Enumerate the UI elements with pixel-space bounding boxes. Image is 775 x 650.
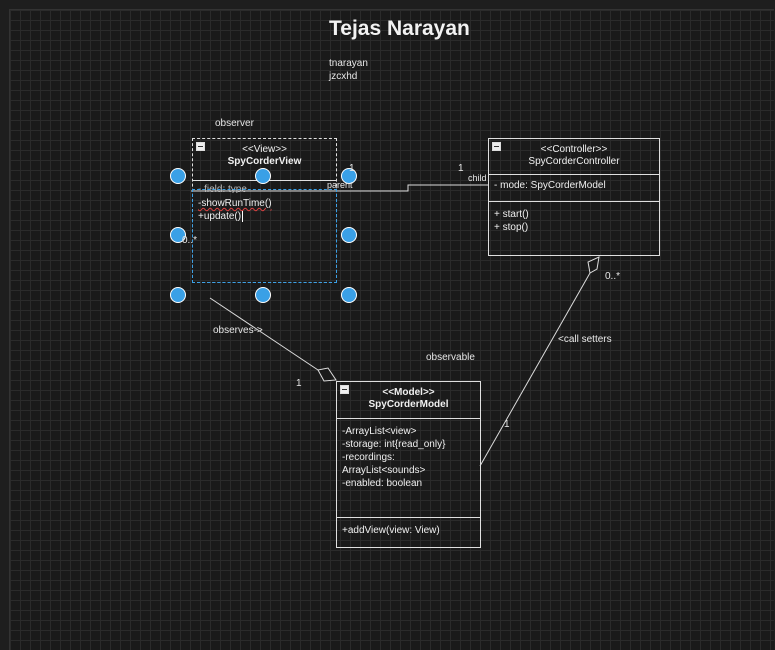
view-name: SpyCorderView — [227, 156, 302, 167]
resize-handle-nw[interactable] — [170, 168, 186, 184]
model-class[interactable]: <<Model>> SpyCorderModel -ArrayList<view… — [336, 381, 481, 548]
page-title: Tejas Narayan — [329, 17, 470, 40]
collapse-icon[interactable] — [340, 385, 349, 394]
resize-handle-ne[interactable] — [341, 168, 357, 184]
resize-handle-se[interactable] — [341, 287, 357, 303]
controller-stereotype: <<Controller>> — [540, 144, 608, 155]
controller-field-mode: - mode: SpyCorderModel — [494, 180, 606, 191]
model-field: -enabled: boolean — [342, 478, 423, 489]
author-username: tnarayan — [329, 58, 368, 69]
parent-multiplicity: 1 — [349, 163, 355, 174]
model-field: ArrayList<sounds> — [342, 465, 426, 476]
parent-role-label: parent — [327, 180, 353, 190]
controller-fields[interactable]: - mode: SpyCorderModel — [489, 175, 659, 201]
model-stereotype: <<Model>> — [382, 387, 435, 398]
controller-multiplicity: 0..* — [605, 271, 621, 282]
resize-handle-sw[interactable] — [170, 287, 186, 303]
observes-aggregation-diamond — [317, 367, 337, 382]
controller-methods[interactable]: + start() + stop() — [489, 202, 659, 236]
model-method-addview: +addView(view: View) — [342, 525, 440, 536]
observer-role-label: observer — [215, 118, 254, 129]
diagram-canvas[interactable]: Tejas Narayan tnarayan jzcxhd <<View>> S… — [9, 9, 774, 650]
controller-method-start: + start() — [494, 209, 529, 220]
controller-name: SpyCorderController — [528, 156, 620, 167]
observable-role-label: observable — [426, 352, 475, 363]
view-methods[interactable]: -showRunTime() +update() — [193, 195, 277, 225]
observes-association — [209, 297, 334, 381]
controller-method-stop: + stop() — [494, 222, 529, 233]
model-field: -ArrayList<view> — [342, 426, 417, 437]
model-methods[interactable]: +addView(view: View) — [337, 518, 480, 539]
model-fields[interactable]: -ArrayList<view> -storage: int{read_only… — [337, 419, 480, 517]
observes-label: observes-> — [213, 325, 263, 336]
method-edit-box[interactable] — [192, 189, 337, 283]
view-method-update: +update() — [198, 211, 244, 222]
model-right-multiplicity: 1 — [504, 419, 510, 430]
resize-handle-e[interactable] — [341, 227, 357, 243]
model-field: -storage: int{read_only} — [342, 439, 446, 450]
model-field: -recordings: — [342, 452, 395, 463]
view-stereotype: <<View>> — [242, 144, 287, 155]
parent-child-association — [191, 184, 488, 192]
collapse-icon[interactable] — [492, 142, 501, 151]
model-multiplicity: 1 — [296, 378, 302, 389]
view-method-showruntime: -showRunTime() — [198, 198, 272, 209]
controller-class[interactable]: <<Controller>> SpyCorderController - mod… — [488, 138, 660, 256]
call-setters-label: <call setters — [558, 334, 612, 345]
call-setters-association — [479, 272, 591, 467]
author-id: jzcxhd — [329, 71, 358, 82]
resize-handle-s[interactable] — [255, 287, 271, 303]
child-role-label: child — [468, 173, 487, 183]
connector-layer — [191, 184, 600, 467]
view-class[interactable]: <<View>> SpyCorderView - field: type -sh… — [192, 138, 337, 283]
view-field: - field: type — [198, 184, 247, 193]
model-name: SpyCorderModel — [368, 399, 449, 410]
view-multiplicity: 0..* — [182, 235, 198, 246]
resize-handle-w[interactable] — [170, 227, 186, 243]
controller-aggregation-diamond — [587, 256, 600, 274]
collapse-icon[interactable] — [196, 142, 205, 151]
child-multiplicity: 1 — [458, 163, 464, 174]
resize-handle-n[interactable] — [255, 168, 271, 184]
